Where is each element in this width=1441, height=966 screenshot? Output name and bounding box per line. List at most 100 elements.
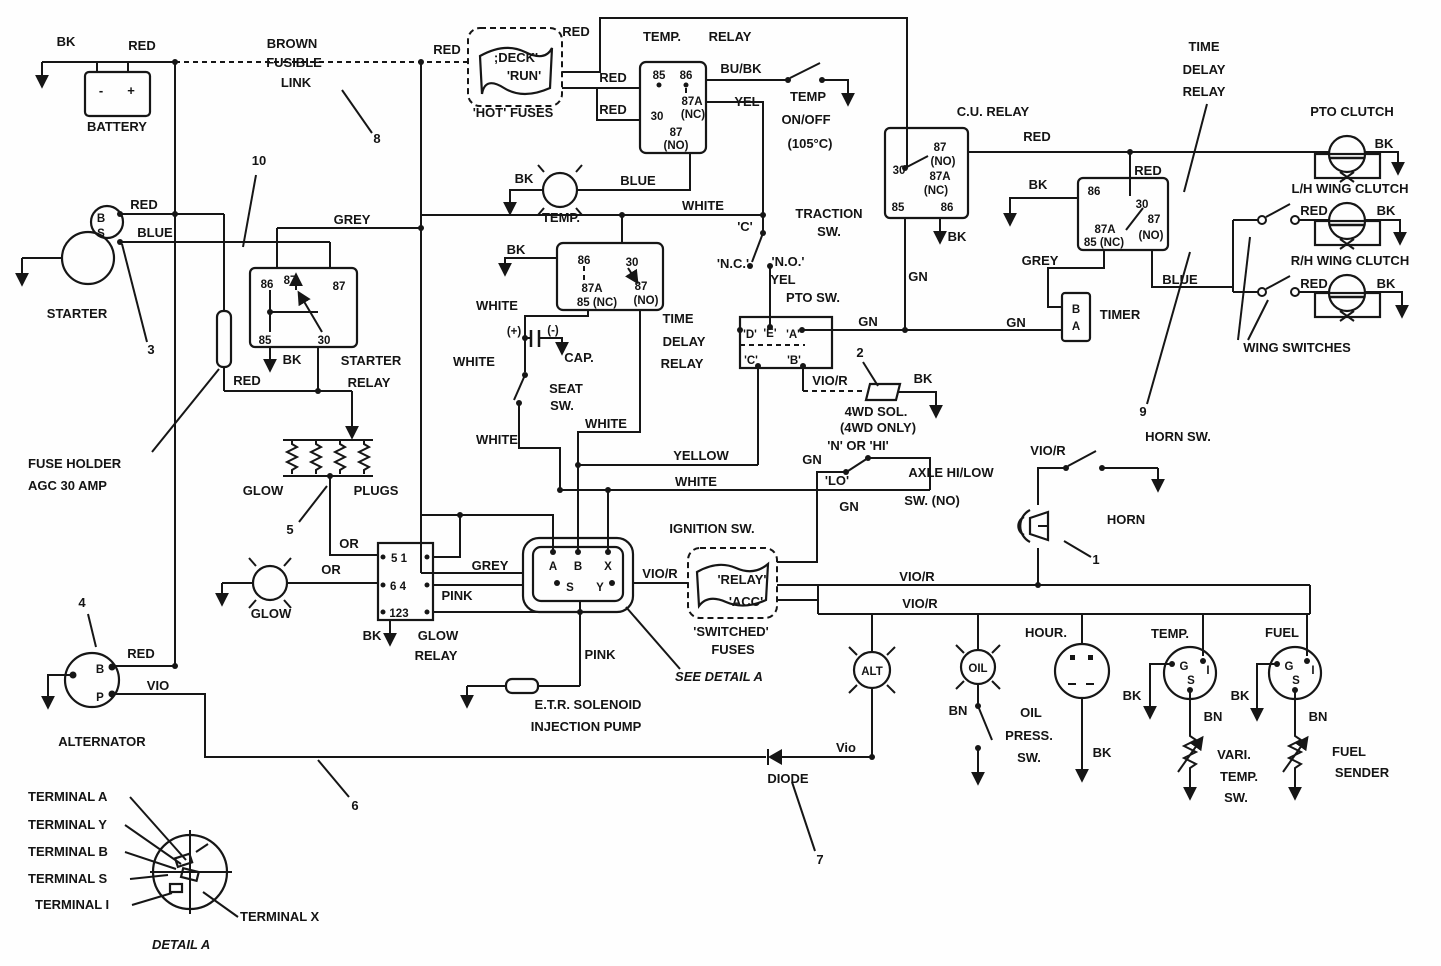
cu-pin-87: 87 <box>934 142 947 154</box>
etr-fuse-symbol <box>504 677 540 695</box>
fusible-link-label-2: FUSIBLE <box>266 55 322 70</box>
callout-6: 6 <box>351 798 358 813</box>
temp-onoff-1: TEMP <box>790 89 826 104</box>
battery-minus: - <box>99 83 103 98</box>
wire-label-yel: YEL <box>734 94 759 109</box>
oil-press-label-3: SW. <box>1017 750 1041 765</box>
ign-pin-b: B <box>574 561 582 573</box>
wiring-pto-4wd-axle <box>757 361 943 563</box>
cap-label: CAP. <box>564 350 593 365</box>
callout-4: 4 <box>78 595 86 610</box>
glow-relay-label-2: RELAY <box>415 648 458 663</box>
tdrc-pin-87: 87 <box>635 281 648 293</box>
wire-label-bk-5: BK <box>1375 136 1394 151</box>
hot-fuses-run: 'RUN' <box>507 68 541 83</box>
wire-label-white-6: WHITE <box>675 474 717 489</box>
switched-fuses-label-1: 'SWITCHED' <box>693 624 769 639</box>
starter-relay-label-1: STARTER <box>341 353 402 368</box>
junction-dots <box>69 59 1310 760</box>
wire-label-red-10: RED <box>130 197 157 212</box>
callout-7: 7 <box>816 852 823 867</box>
temp-gauge-s: S <box>1187 675 1195 687</box>
fuel-sender-resistor <box>1288 731 1302 773</box>
terminal-y-label: TERMINAL Y <box>28 817 107 832</box>
wire-label-blue-3: BLUE <box>137 225 173 240</box>
wire-label-bk-9: BK <box>507 242 526 257</box>
oil-lamp-text: OIL <box>968 663 987 675</box>
wire-label-bk-13: BK <box>1123 688 1142 703</box>
wiring-horn <box>1037 450 1165 558</box>
wire-label-red-5: RED <box>599 102 626 117</box>
wire-label-vio: VIO <box>147 678 169 693</box>
ignition-sw-label: IGNITION SW. <box>669 521 754 536</box>
rh-clutch-label: R/H WING CLUTCH <box>1291 253 1409 268</box>
wire-label-grey-2: GREY <box>334 212 371 227</box>
wire-label-gn-5: GN <box>839 499 859 514</box>
starter-label: STARTER <box>47 306 108 321</box>
hour-meter-marks <box>1068 655 1094 685</box>
wire-label-pink: PINK <box>441 588 473 603</box>
tdr-center-title-3: RELAY <box>661 356 704 371</box>
strelay-pin-85: 85 <box>259 335 272 347</box>
wire-label-or: OR <box>339 536 359 551</box>
wire-label-white-4: WHITE <box>476 432 518 447</box>
vari-temp-label-3: SW. <box>1224 790 1248 805</box>
wire-label-bk-4: BK <box>1029 177 1048 192</box>
glow-plugs-symbols <box>286 440 370 475</box>
clutch-rh <box>1313 273 1382 322</box>
wire-label-red-7: RED <box>1134 163 1161 178</box>
fuse-holder-label-1: FUSE HOLDER <box>28 456 122 471</box>
wire-label-gn: GN <box>908 269 928 284</box>
temp-relay-pin-87: 87 <box>670 127 683 139</box>
traction-c: 'C' <box>737 219 753 234</box>
horn-label: HORN <box>1107 512 1145 527</box>
switched-fuses-label-2: FUSES <box>711 642 755 657</box>
hour-meter-label: HOUR. <box>1025 625 1067 640</box>
temp-gauge-label: TEMP. <box>1151 626 1189 641</box>
alt-lamp-rays <box>848 646 896 694</box>
traction-nc: 'N.C.' <box>717 256 749 271</box>
callout-5: 5 <box>286 522 293 537</box>
tdrc-no: (NO) <box>634 295 659 307</box>
4wd-solenoid-symbol <box>864 382 902 402</box>
wire-label-blue-2: BLUE <box>1162 272 1198 287</box>
temp-relay-box <box>638 60 708 155</box>
wire-label-bk-2: BK <box>515 171 534 186</box>
callout-1: 1 <box>1092 552 1099 567</box>
wire-label-grey-3: GREY <box>472 558 509 573</box>
cu-relay-title: C.U. RELAY <box>957 104 1030 119</box>
temp-relay-nc: (NC) <box>681 109 705 121</box>
etr-label-1: E.T.R. SOLENOID <box>535 697 642 712</box>
wiring-center-tdr-seat <box>498 215 930 552</box>
switched-fuses-fuse-shape <box>695 561 770 610</box>
temp-relay-title-1: TEMP. <box>643 29 681 44</box>
tdrc-pin-87a: 87A <box>581 283 602 295</box>
glowrelay-pins-64: 6 4 <box>390 581 407 593</box>
fusible-link-label-1: BROWN <box>267 36 318 51</box>
wire-label-bn-2: BN <box>1204 709 1223 724</box>
terminal-i-label: TERMINAL I <box>35 897 109 912</box>
wire-label-vior-4: VIO/R <box>902 596 938 611</box>
temp-sensor-lamp <box>541 171 579 209</box>
fuel-gauge <box>1267 645 1323 701</box>
wire-label-bk-14: BK <box>1231 688 1250 703</box>
tdr-right-title-3: RELAY <box>1183 84 1226 99</box>
oil-lamp <box>959 648 997 686</box>
seat-sw-label-1: SEAT <box>549 381 583 396</box>
wire-label-white-5: WHITE <box>585 416 627 431</box>
traction-no: 'N.O.' <box>772 254 805 269</box>
axle-lo-label: 'LO' <box>825 473 849 488</box>
wiring-detail-a <box>124 796 239 918</box>
4wd-nhi-label: 'N' OR 'HI' <box>827 438 888 453</box>
alternator-label: ALTERNATOR <box>58 734 146 749</box>
switched-fuses-relay: 'RELAY' <box>717 572 766 587</box>
traction-label-1: TRACTION <box>795 206 862 221</box>
pto-pin-e: 'E' <box>763 328 776 340</box>
callout-8: 8 <box>373 131 380 146</box>
cu-pin-86: 86 <box>941 202 954 214</box>
fuel-gauge-g: G <box>1285 661 1294 673</box>
wiring-ignition-fuses-etr <box>421 490 818 709</box>
battery-plus: + <box>127 83 135 98</box>
temp-relay-pin-87a: 87A <box>681 96 702 108</box>
cap-minus: (-) <box>547 325 559 337</box>
